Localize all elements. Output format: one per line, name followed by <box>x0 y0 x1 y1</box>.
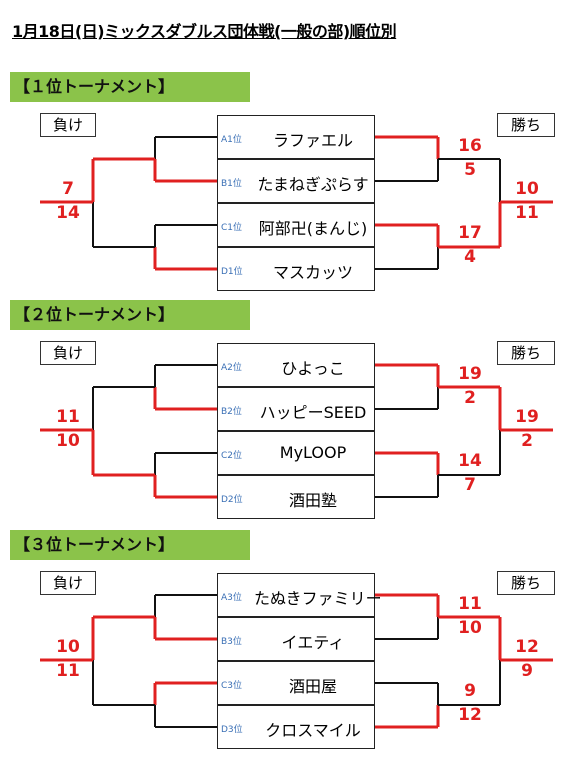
score-lose-final-top: 11 <box>56 407 80 427</box>
win-label: 勝ち <box>497 113 555 137</box>
section-heading: 【２位トーナメント】 <box>10 300 250 330</box>
score-semi2-bottom: 7 <box>464 475 476 495</box>
team-box: A1位 ラファエル <box>217 115 375 159</box>
score-semi2-top: 14 <box>458 451 482 471</box>
team-box: C1位 阿部卍(まんじ) <box>217 203 375 247</box>
team-box: C2位 MyLOOP <box>217 431 375 475</box>
team-name: たまねぎぷらす <box>257 175 369 194</box>
section-3: 【３位トーナメント】 負け 勝ち A3位 たぬきファミリー B3位 イエティ C3位… <box>0 530 568 750</box>
team-name: 阿部卍(まんじ) <box>258 219 368 238</box>
lose-label: 負け <box>40 113 96 137</box>
score-win-final-top: 12 <box>515 637 539 657</box>
score-semi1-top: 11 <box>458 594 482 614</box>
team-seed: D1位 <box>221 267 243 277</box>
score-win-final-bottom: 11 <box>515 203 539 223</box>
team-seed: D2位 <box>221 495 243 505</box>
team-box: A2位 ひよっこ <box>217 343 375 387</box>
team-seed: C1位 <box>221 223 243 233</box>
score-semi1-bottom: 10 <box>458 618 482 638</box>
team-name: マスカッツ <box>272 263 353 282</box>
team-seed: C3位 <box>221 681 243 691</box>
score-win-final-top: 10 <box>515 179 539 199</box>
team-name: イエティ <box>281 633 345 652</box>
team-name: ひよっこ <box>281 359 345 378</box>
team-name: たぬきファミリー <box>254 589 382 608</box>
team-name: クロスマイル <box>265 721 361 740</box>
team-seed: B3位 <box>221 637 242 647</box>
score-lose-final-bottom: 11 <box>56 661 80 681</box>
team-name: ハッピーSEED <box>259 403 367 422</box>
lose-label: 負け <box>40 341 96 365</box>
team-name: 酒田塾 <box>288 491 337 510</box>
bracket-lines <box>40 593 553 729</box>
score-semi1-bottom: 5 <box>464 160 476 180</box>
score-win-final-bottom: 2 <box>521 431 533 451</box>
section-heading: 【３位トーナメント】 <box>10 530 250 560</box>
score-semi1-bottom: 2 <box>464 388 476 408</box>
team-name: 酒田屋 <box>288 677 337 696</box>
score-lose-final-top: 7 <box>62 179 74 199</box>
team-seed: A2位 <box>221 363 242 373</box>
score-semi2-bottom: 4 <box>464 247 476 267</box>
team-seed: A3位 <box>221 593 242 603</box>
team-box: D1位 マスカッツ <box>217 247 375 291</box>
page-title: 1月18日(日)ミックスダブルス団体戦(一般の部)順位別 <box>12 22 397 41</box>
lose-label: 負け <box>40 571 96 595</box>
team-box: B1位 たまねぎぷらす <box>217 159 375 203</box>
score-semi2-top: 17 <box>458 223 482 243</box>
team-box: D2位 酒田塾 <box>217 475 375 519</box>
team-name: MyLOOP <box>279 443 347 462</box>
score-lose-final-bottom: 10 <box>56 431 80 451</box>
score-win-final-top: 19 <box>515 407 539 427</box>
team-box: D3位 クロスマイル <box>217 705 375 749</box>
score-lose-final-bottom: 14 <box>56 203 80 223</box>
team-box: B2位 ハッピーSEED <box>217 387 375 431</box>
score-semi1-top: 16 <box>458 136 482 156</box>
team-seed: A1位 <box>221 135 242 145</box>
team-seed: B2位 <box>221 407 242 417</box>
score-lose-final-top: 10 <box>56 637 80 657</box>
score-win-final-bottom: 9 <box>521 661 533 681</box>
score-semi2-bottom: 12 <box>458 705 482 725</box>
win-label: 勝ち <box>497 341 555 365</box>
section-heading: 【１位トーナメント】 <box>10 72 250 102</box>
bracket-lines <box>40 135 553 271</box>
score-semi2-top: 9 <box>464 681 476 701</box>
team-box: B3位 イエティ <box>217 617 375 661</box>
section-2: 【２位トーナメント】 負け 勝ち A2位 ひよっこ B2位 ハッピーSEED C2位… <box>0 300 568 520</box>
bracket-lines <box>40 363 553 499</box>
team-seed: B1位 <box>221 179 242 189</box>
team-box: A3位 たぬきファミリー <box>217 573 382 617</box>
win-label: 勝ち <box>497 571 555 595</box>
team-seed: C2位 <box>221 451 243 461</box>
section-1: 【１位トーナメント】 負け 勝ち A1位 ラファエル B1位 たまねぎぷらす C1位… <box>0 72 568 292</box>
team-box: C3位 酒田屋 <box>217 661 375 705</box>
team-seed: D3位 <box>221 725 243 735</box>
team-name: ラファエル <box>272 131 353 150</box>
score-semi1-top: 19 <box>458 364 482 384</box>
